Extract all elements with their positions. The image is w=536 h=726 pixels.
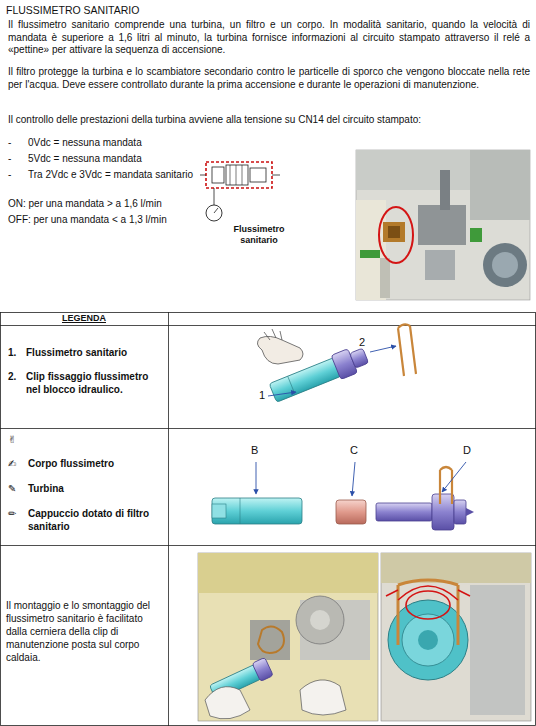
table-cell: 1. Flussimetro sanitario 2. Clip fissaggio … [0, 325, 168, 428]
body-paragraph: Il filtro protegge la turbina e lo scamb… [8, 66, 530, 91]
body-paragraph: Il flussimetro sanitario comprende una t… [8, 19, 530, 57]
list-item: 5Vdc = nessuna mandata [28, 153, 142, 166]
body-paragraph: Il controllo delle prestazioni della tur… [8, 114, 530, 127]
list-item: Tra 2Vdc e 3Vdc = mandata sanitario [28, 169, 193, 182]
table-cell: LEGENDA [0, 312, 168, 325]
boiler-photo [356, 150, 530, 300]
cell-text: ✌ [8, 434, 16, 447]
callout-letter: C [350, 444, 358, 457]
cell-text: Flussimetro sanitario [26, 347, 164, 360]
cell-text: 2. [8, 371, 16, 384]
maintenance-photos [198, 553, 531, 721]
cell-text: Corpo flussimetro [28, 458, 164, 471]
list-item: 0Vdc = nessuna mandata [28, 137, 142, 150]
flowmeter-schematic [200, 162, 280, 221]
cell-text: Il montaggio e lo smontaggio del flussim… [6, 599, 164, 664]
list-dash: - [8, 137, 11, 150]
cell-text: Cappuccio dotato di filtro sanitario [28, 508, 164, 533]
cell-text: ✏ [8, 508, 16, 521]
table-cell: Il montaggio e lo smontaggio del flussim… [0, 545, 168, 726]
cell-text: ✍ [8, 458, 16, 471]
callout-letter: B [251, 444, 258, 457]
threshold-note: ON: per una mandata > a 1,6 l/min [8, 198, 162, 211]
page-title: FLUSSIMETRO SANITARIO [6, 4, 139, 17]
cell-text: Clip fissaggio flussimetro nel blocco id… [26, 371, 164, 396]
cell-text: Turbina [28, 483, 164, 496]
figure-caption: Flussimetro sanitario [224, 224, 294, 246]
table-cell: ✌ ✍ Corpo flussimetro ✎ Turbina ✏ Cappuccio do… [0, 428, 168, 545]
callout-letter: 1 [259, 389, 265, 402]
table-grid [0, 312, 536, 726]
callout-letter: D [463, 444, 471, 457]
list-dash: - [8, 169, 11, 182]
flowmeter-parts [212, 462, 474, 530]
list-dash: - [8, 153, 11, 166]
threshold-note: OFF: per una mandata < a 1,3 l/min [8, 214, 167, 227]
cell-text: LEGENDA [0, 312, 168, 325]
flowmeter-removal [257, 324, 416, 405]
callout-letter: 2 [359, 336, 365, 349]
cell-text: ✎ [8, 483, 16, 496]
cell-text: 1. [8, 347, 16, 360]
